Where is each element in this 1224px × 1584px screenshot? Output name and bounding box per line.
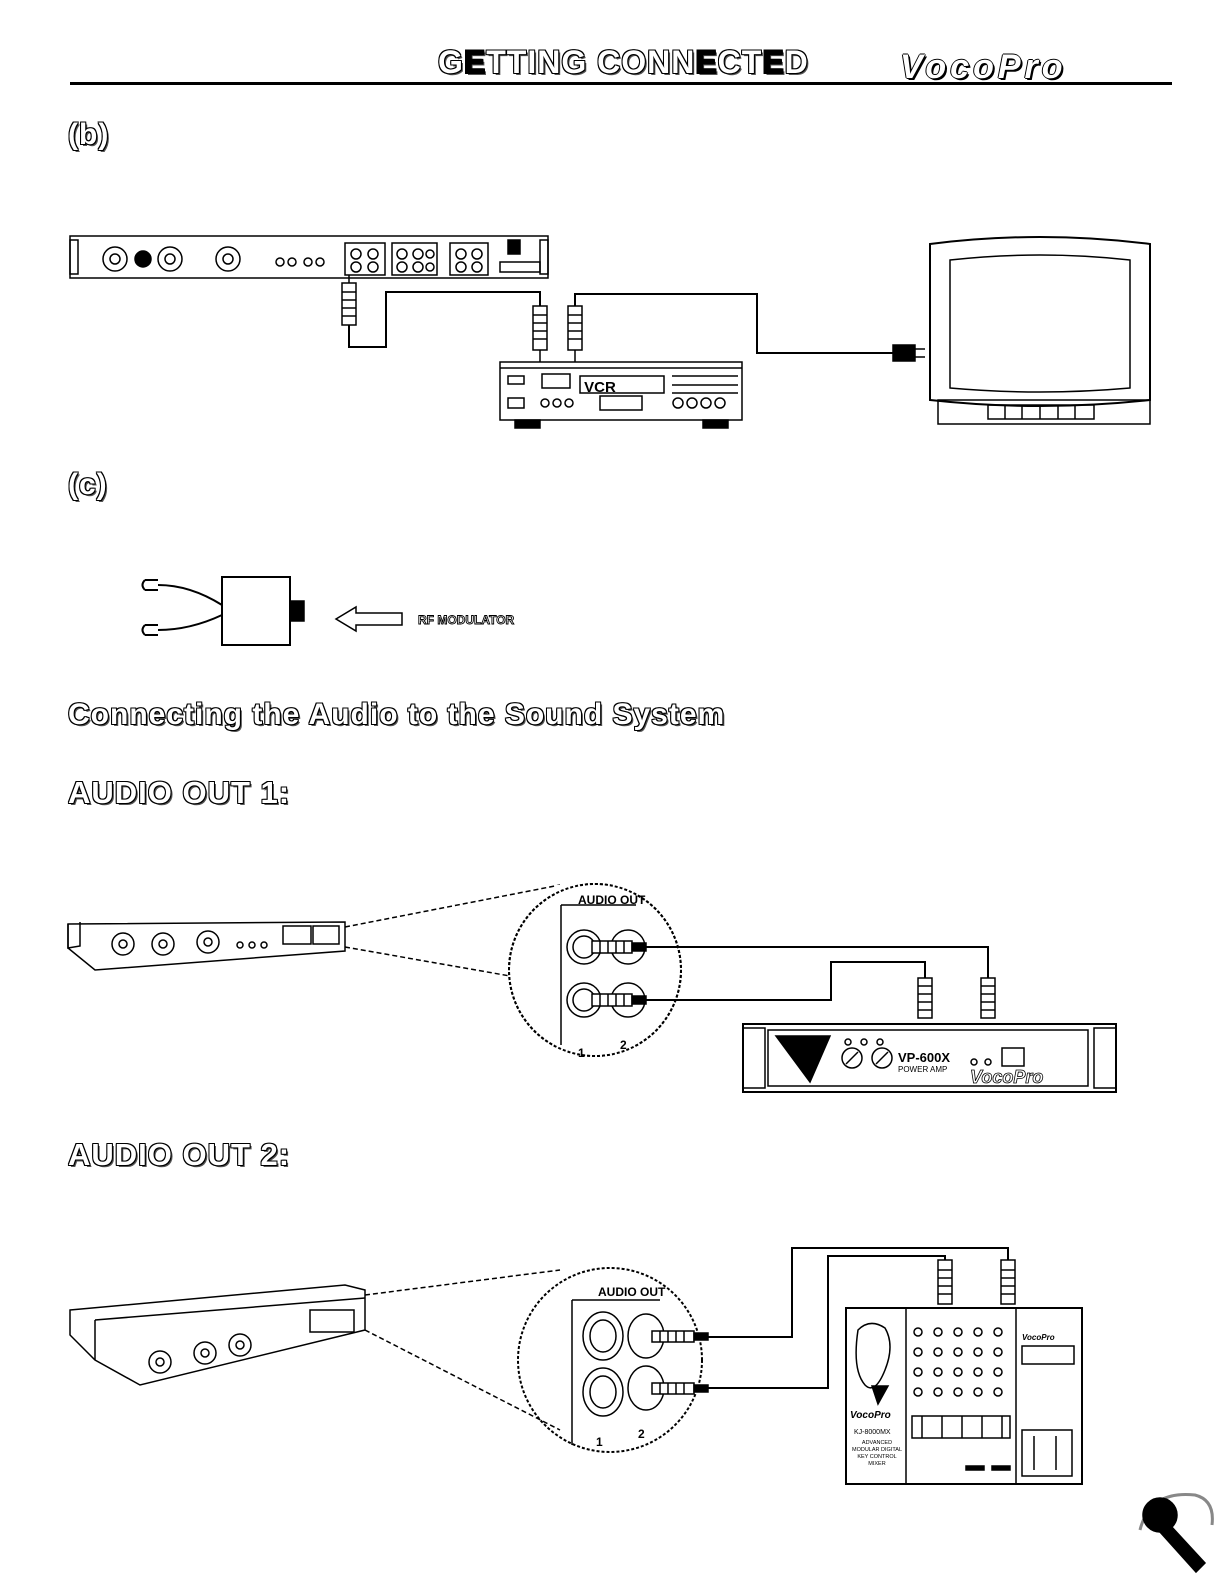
mixer-description: ADVANCED MODULAR DIGITAL KEY CONTROL MIX… — [850, 1440, 904, 1468]
audio-out-zoom-1 — [509, 884, 681, 1056]
jack-label-2-2: 2 — [638, 1427, 645, 1441]
rca-plug-mixer-a — [938, 1260, 952, 1304]
rca-plug-amp-a — [918, 978, 932, 1018]
rf-modulator — [143, 577, 403, 645]
rca-plug-vcr-out — [568, 306, 582, 362]
rca-plug-amp-b — [981, 978, 995, 1018]
rack-unit-angled-1 — [68, 922, 345, 970]
rack-unit-b — [70, 236, 548, 278]
jack-label-1-1: 1 — [578, 1046, 585, 1060]
rca-plug-mixer-b — [1001, 1260, 1015, 1304]
rca-plug-rack — [342, 275, 356, 325]
rca-cable-2b — [652, 1383, 708, 1394]
tv-device — [893, 237, 1150, 424]
mixer-brand-logo-small: VocoPro — [1022, 1333, 1055, 1342]
mixer-model-label: KJ-8000MX — [854, 1429, 891, 1436]
rca-plug-vcr-in — [533, 306, 547, 362]
rca-cable-1b — [592, 994, 646, 1006]
rack-unit-angled-2 — [70, 1285, 365, 1385]
jack-label-2-1: 1 — [596, 1435, 603, 1449]
amp-model-label: VP-600X — [898, 1050, 950, 1065]
audio-out-panel-label-1: AUDIO OUT — [578, 893, 646, 907]
amp-brand-logo: VocoPro — [970, 1067, 1043, 1087]
rca-cable-1a — [592, 941, 646, 953]
rca-cable-2a — [652, 1331, 708, 1342]
audio-out-panel-label-2: AUDIO OUT — [598, 1285, 666, 1299]
amp-sub-label: POWER AMP — [898, 1065, 947, 1074]
vcr-label: VCR — [584, 379, 616, 396]
vcr-device — [500, 362, 742, 428]
jack-label-1-2: 2 — [620, 1038, 627, 1052]
rf-modulator-label: RF MODULATOR — [418, 613, 515, 627]
mixer-brand-logo: VocoPro — [850, 1410, 891, 1421]
microphone-icon — [1140, 1494, 1212, 1572]
